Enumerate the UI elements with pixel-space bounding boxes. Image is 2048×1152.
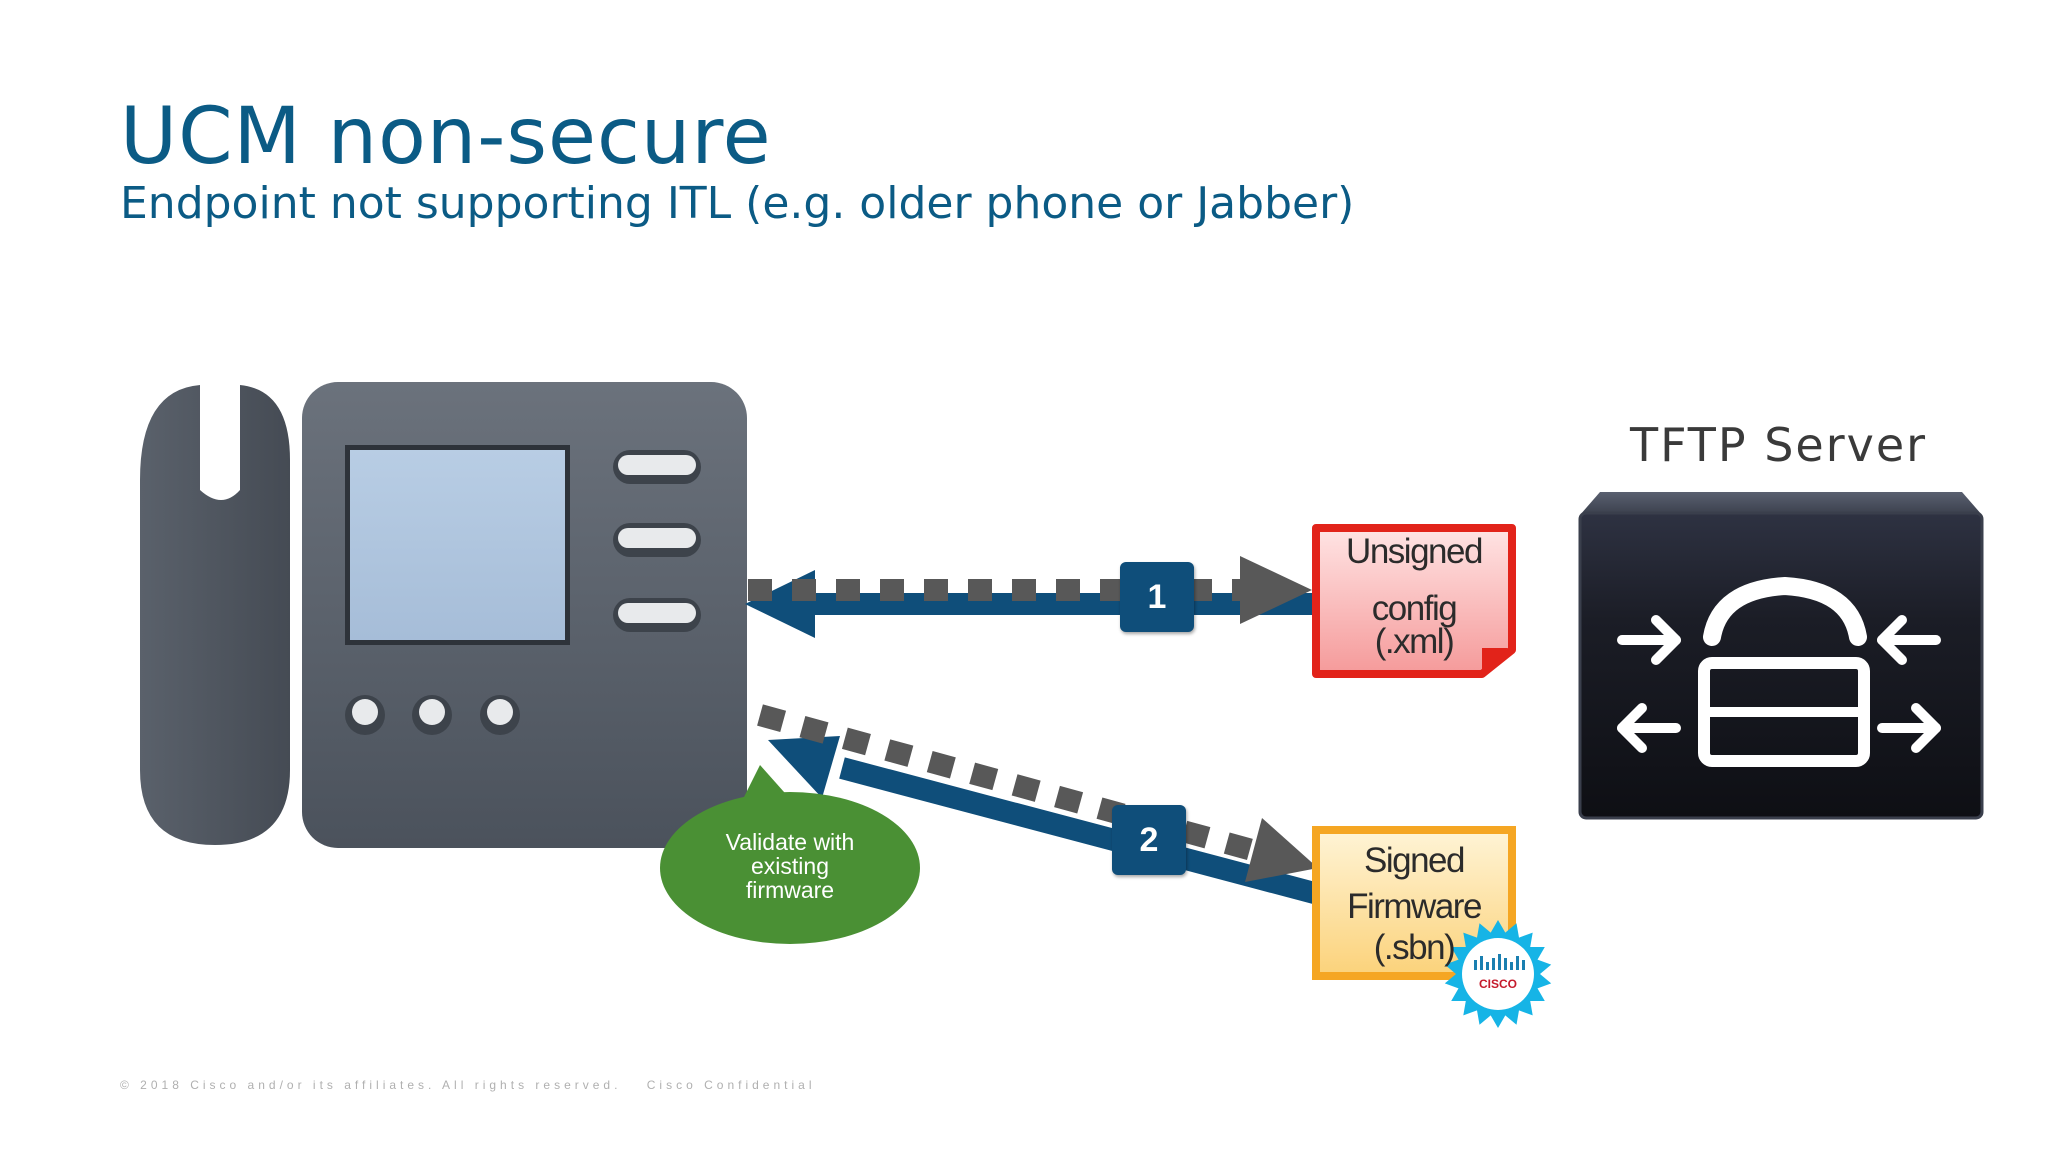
footer: © 2018 Cisco and/or its affiliates. All …	[120, 1078, 815, 1092]
tftp-server-icon	[1578, 492, 1984, 820]
firmware-file-line1: Signed	[1364, 841, 1465, 880]
tftp-server-label: TFTP Server	[1630, 418, 1928, 472]
config-file-line2: config	[1371, 589, 1458, 628]
validation-bubble	[660, 765, 920, 944]
slide-subtitle: Endpoint not supporting ITL (e.g. older …	[120, 178, 1355, 229]
validation-bubble-text: Validate with existing firmware	[700, 830, 880, 902]
step-2-badge: 2	[1112, 805, 1186, 875]
firmware-file-line3: (.sbn)	[1373, 928, 1456, 967]
unsigned-config-file-icon	[1312, 524, 1516, 678]
footer-confidential: Cisco Confidential	[646, 1078, 816, 1092]
bubble-line3: firmware	[745, 877, 835, 903]
footer-copyright: © 2018 Cisco and/or its affiliates. All …	[120, 1078, 622, 1092]
config-file-label: Unsigned config (.xml)	[1316, 532, 1512, 661]
config-file-line3: (.xml)	[1374, 622, 1455, 661]
arrow-firmware-to-phone	[768, 736, 1321, 905]
bubble-line1: Validate with	[725, 829, 855, 855]
seal-text: CISCO	[1479, 977, 1517, 991]
firmware-file-line2: Firmware	[1347, 887, 1482, 926]
slide-title: UCM non-secure	[120, 92, 772, 182]
ip-phone-icon	[140, 382, 747, 848]
step-1-badge: 1	[1120, 562, 1194, 632]
arrow-phone-to-firmware-request	[757, 704, 1318, 882]
cisco-signature-seal-icon: CISCO	[1444, 920, 1552, 1028]
firmware-file-label: Signed Firmware (.sbn)	[1316, 838, 1512, 966]
bubble-line2: existing	[751, 853, 829, 879]
config-file-line1: Unsigned	[1346, 532, 1483, 571]
